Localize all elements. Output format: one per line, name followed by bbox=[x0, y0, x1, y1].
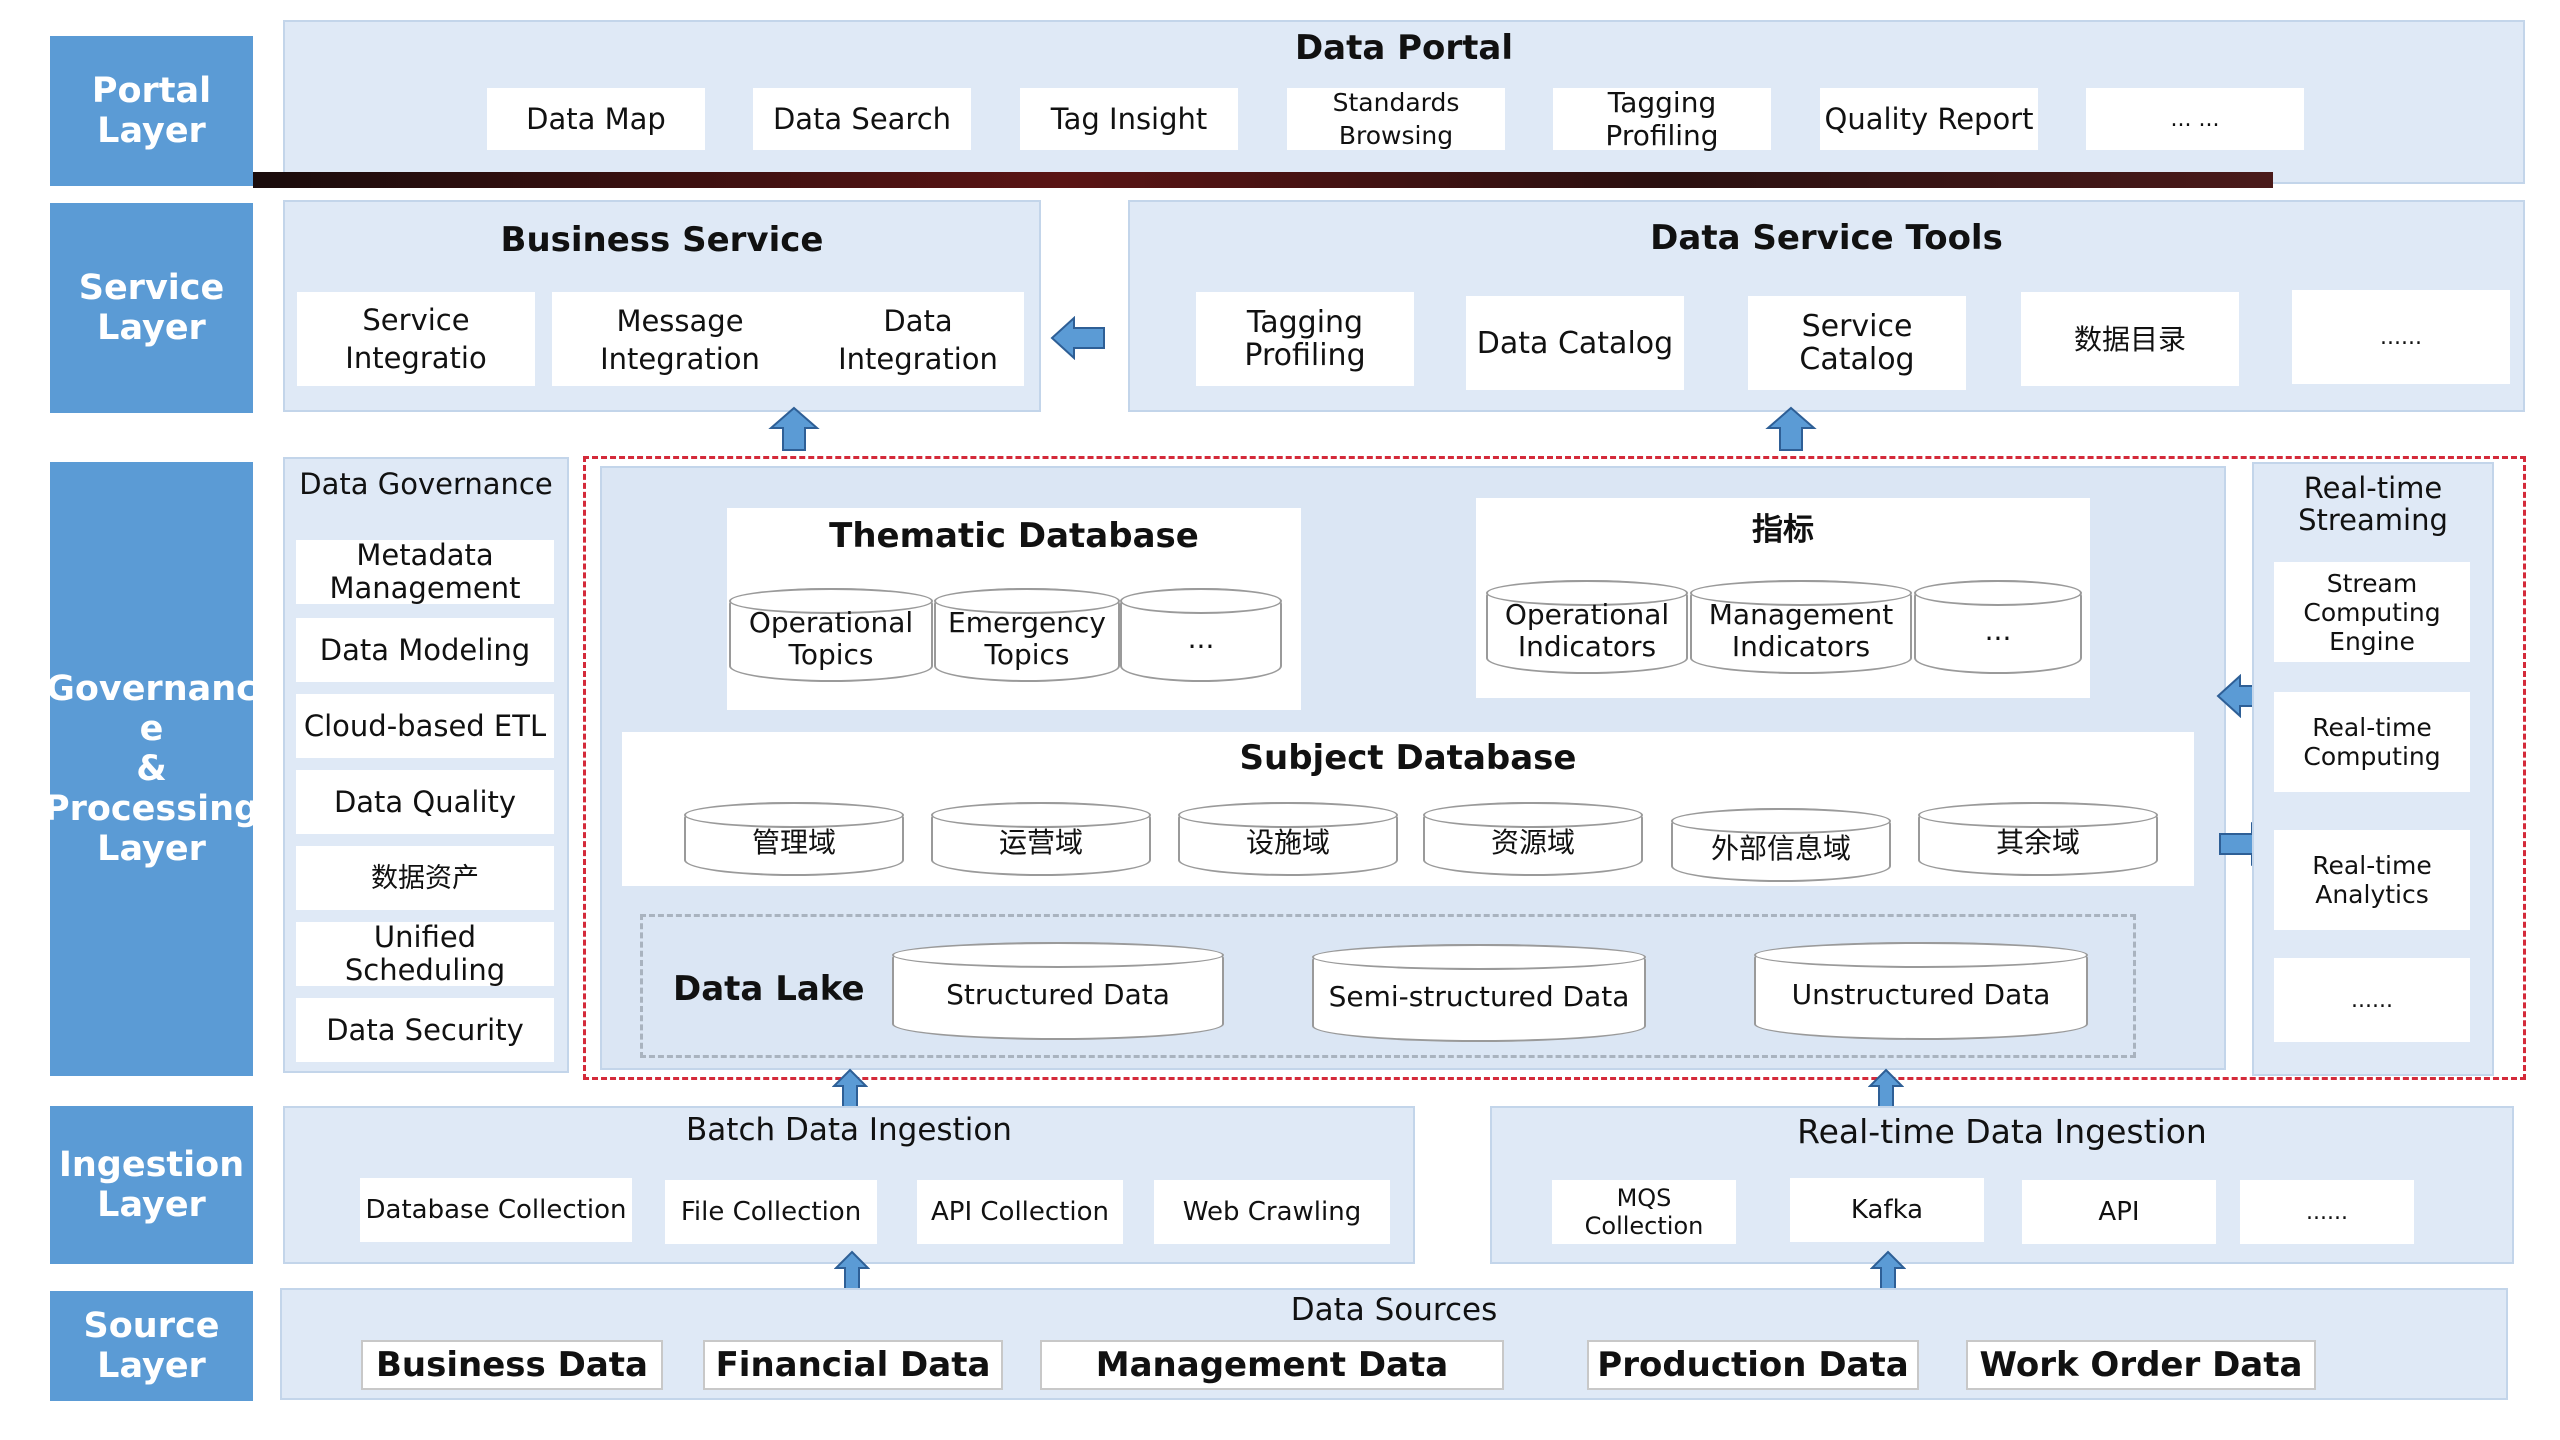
indicator-cylinder-management[interactable]: Management Indicators bbox=[1690, 580, 1912, 674]
realtime-item-computing[interactable]: Real-time Computing bbox=[2274, 692, 2470, 792]
cylinder-label: 运营域 bbox=[998, 826, 1083, 859]
business-service-item-data-integration[interactable]: Data Integration bbox=[838, 304, 998, 376]
governance-item-cloud-etl[interactable]: Cloud-based ETL bbox=[296, 694, 554, 758]
lake-cylinder-structured[interactable]: Structured Data bbox=[892, 942, 1224, 1040]
realtime-ingestion-title: Real-time Data Ingestion bbox=[1797, 1112, 2207, 1151]
arrow-up-icon bbox=[834, 1250, 870, 1291]
subject-cylinder-other-domain[interactable]: 其余域 bbox=[1918, 802, 2158, 876]
realtime-ingest-item-api[interactable]: API bbox=[2022, 1180, 2216, 1244]
realtime-item-stream-engine[interactable]: Stream Computing Engine bbox=[2274, 562, 2470, 662]
cylinder-label: Semi-structured Data bbox=[1328, 980, 1630, 1013]
arrow-left-icon bbox=[1050, 316, 1105, 360]
subject-cylinder-external-domain[interactable]: 外部信息域 bbox=[1671, 808, 1891, 882]
tools-item-tagging-profiling[interactable]: Tagging Profiling bbox=[1196, 292, 1414, 386]
thematic-cylinder-more[interactable]: ... bbox=[1120, 588, 1282, 682]
cylinder-label: 其余域 bbox=[1995, 826, 2080, 859]
indicator-cylinder-operational[interactable]: Operational Indicators bbox=[1486, 580, 1688, 674]
source-item-management-data[interactable]: Management Data bbox=[1040, 1340, 1504, 1390]
batch-ingestion-title: Batch Data Ingestion bbox=[686, 1112, 1012, 1148]
cylinder-label: Unstructured Data bbox=[1791, 978, 2051, 1011]
portal-item-data-map[interactable]: Data Map bbox=[487, 88, 705, 150]
realtime-item-more[interactable]: ...... bbox=[2274, 958, 2470, 1042]
governance-item-data-modeling[interactable]: Data Modeling bbox=[296, 618, 554, 682]
layer-label-governance: Governanc e & Processing Layer bbox=[44, 462, 259, 1076]
layer-label-portal: Portal Layer bbox=[50, 36, 253, 186]
realtime-ingest-item-mqs[interactable]: MQS Collection bbox=[1552, 1180, 1736, 1244]
thematic-cylinder-operational-topics[interactable]: Operational Topics bbox=[729, 588, 933, 682]
business-service-item-service-integration[interactable]: Service Integratio bbox=[297, 292, 535, 386]
realtime-item-analytics[interactable]: Real-time Analytics bbox=[2274, 830, 2470, 930]
source-item-work-order-data[interactable]: Work Order Data bbox=[1966, 1340, 2316, 1390]
cylinder-label: Emergency Topics bbox=[948, 606, 1106, 671]
arrow-up-icon bbox=[1765, 406, 1817, 451]
data-service-tools-title: Data Service Tools bbox=[1650, 218, 2003, 258]
realtime-ingest-item-more[interactable]: ...... bbox=[2240, 1180, 2414, 1244]
subject-database-title: Subject Database bbox=[1239, 738, 1577, 778]
tools-item-data-directory[interactable]: 数据目录 bbox=[2021, 292, 2239, 386]
layer-label-ingestion: Ingestion Layer bbox=[50, 1106, 253, 1264]
cylinder-label: 管理域 bbox=[751, 826, 836, 859]
cylinder-label: 外部信息域 bbox=[1710, 832, 1851, 865]
batch-item-database-collection[interactable]: Database Collection bbox=[360, 1178, 632, 1242]
arrow-up-icon bbox=[1868, 1068, 1904, 1109]
data-portal-title: Data Portal bbox=[1294, 28, 1514, 68]
portal-item-data-search[interactable]: Data Search bbox=[753, 88, 971, 150]
governance-item-data-security[interactable]: Data Security bbox=[296, 998, 554, 1062]
governance-item-data-quality[interactable]: Data Quality bbox=[296, 770, 554, 834]
cylinder-label: 设施域 bbox=[1245, 826, 1330, 859]
thematic-database-title: Thematic Database bbox=[829, 516, 1199, 556]
source-item-business-data[interactable]: Business Data bbox=[361, 1340, 663, 1390]
lake-cylinder-unstructured[interactable]: Unstructured Data bbox=[1754, 942, 2088, 1040]
processing-dashed-frame bbox=[583, 456, 2526, 1080]
batch-item-web-crawling[interactable]: Web Crawling bbox=[1154, 1180, 1390, 1244]
subject-cylinder-facilities-domain[interactable]: 设施域 bbox=[1178, 802, 1398, 876]
tools-item-data-catalog[interactable]: Data Catalog bbox=[1466, 296, 1684, 390]
indicator-cylinder-more[interactable]: ... bbox=[1914, 580, 2082, 674]
cylinder-label: Operational Indicators bbox=[1504, 598, 1670, 663]
source-item-production-data[interactable]: Production Data bbox=[1587, 1340, 1919, 1390]
thematic-cylinder-emergency-topics[interactable]: Emergency Topics bbox=[934, 588, 1120, 682]
portal-item-tagging-profiling[interactable]: Tagging Profiling bbox=[1553, 86, 1771, 152]
indicators-title: 指标 bbox=[1752, 512, 1814, 548]
source-item-financial-data[interactable]: Financial Data bbox=[703, 1340, 1003, 1390]
portal-item-more[interactable]: ... ... bbox=[2086, 88, 2304, 150]
subject-cylinder-management-domain[interactable]: 管理域 bbox=[684, 802, 904, 876]
business-service-title: Business Service bbox=[500, 220, 824, 260]
data-sources-title: Data Sources bbox=[1290, 1292, 1498, 1328]
arrow-up-icon bbox=[768, 406, 820, 451]
portal-item-standards-browsing[interactable]: Standards Browsing bbox=[1287, 88, 1505, 150]
arrow-up-icon bbox=[832, 1068, 868, 1109]
batch-item-file-collection[interactable]: File Collection bbox=[665, 1180, 877, 1244]
portal-dark-strip bbox=[253, 172, 2273, 188]
tools-item-more[interactable]: ...... bbox=[2292, 290, 2510, 384]
data-lake-title: Data Lake bbox=[673, 969, 865, 1009]
layer-label-source: Source Layer bbox=[50, 1291, 253, 1401]
portal-item-quality-report[interactable]: Quality Report bbox=[1820, 88, 2038, 150]
subject-cylinder-resources-domain[interactable]: 资源域 bbox=[1423, 802, 1643, 876]
cylinder-label: Management Indicators bbox=[1708, 598, 1894, 663]
cylinder-label: ... bbox=[1187, 622, 1215, 655]
cylinder-label: 资源域 bbox=[1490, 826, 1575, 859]
cylinder-label: Structured Data bbox=[946, 978, 1170, 1011]
realtime-ingest-item-kafka[interactable]: Kafka bbox=[1790, 1178, 1984, 1242]
cylinder-label: Operational Topics bbox=[748, 606, 914, 671]
subject-cylinder-operations-domain[interactable]: 运营域 bbox=[931, 802, 1151, 876]
realtime-streaming-title: Real-time Streaming bbox=[2298, 471, 2448, 537]
business-service-item-message-integration[interactable]: Message Integration bbox=[600, 304, 760, 376]
batch-item-api-collection[interactable]: API Collection bbox=[917, 1180, 1123, 1244]
data-governance-title: Data Governance bbox=[299, 467, 553, 501]
tools-item-service-catalog[interactable]: Service Catalog bbox=[1748, 296, 1966, 390]
arrow-up-icon bbox=[1870, 1250, 1906, 1291]
governance-item-metadata-management[interactable]: Metadata Management bbox=[296, 539, 554, 605]
governance-item-data-assets[interactable]: 数据资产 bbox=[296, 846, 554, 910]
cylinder-label: ... bbox=[1984, 614, 2012, 647]
governance-item-unified-scheduling[interactable]: Unified Scheduling bbox=[296, 921, 554, 987]
business-service-integration-box bbox=[552, 292, 1024, 386]
layer-label-service: Service Layer bbox=[50, 203, 253, 413]
lake-cylinder-semi-structured[interactable]: Semi-structured Data bbox=[1312, 944, 1646, 1042]
portal-item-tag-insight[interactable]: Tag Insight bbox=[1020, 88, 1238, 150]
